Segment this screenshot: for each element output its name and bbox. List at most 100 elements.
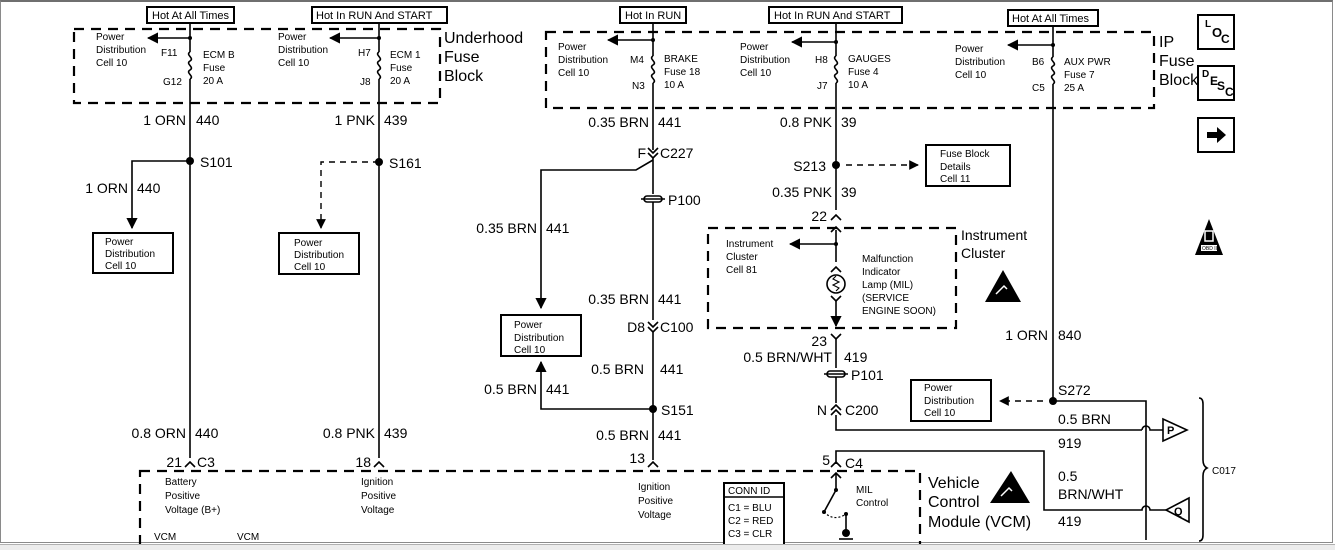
svg-text:Cell 81: Cell 81 (726, 265, 758, 276)
svg-text:Fuse Block: Fuse Block (940, 149, 990, 160)
svg-text:1 ORN: 1 ORN (1005, 327, 1048, 343)
svg-text:Power: Power (740, 42, 769, 53)
wire-label-441-bottom: 0.5 BRN 441 (596, 427, 681, 443)
svg-text:S161: S161 (389, 155, 422, 171)
svg-text:Fuse: Fuse (444, 49, 480, 66)
hot-label: Hot In RUN And START (774, 10, 891, 22)
svg-text:C4: C4 (845, 455, 863, 471)
svg-text:C100: C100 (660, 319, 694, 335)
svg-text:S101: S101 (200, 154, 233, 170)
conn-id-table: CONN ID C1 = BLU C2 = RED C3 = CLR (723, 482, 785, 549)
wire-label-39-mid: 0.35 PNK 39 (772, 184, 857, 200)
svg-text:J8: J8 (360, 77, 371, 88)
connector-p100: P100 (641, 192, 701, 208)
svg-text:21: 21 (166, 454, 182, 470)
ref-box-power-distribution-brn[interactable]: Power Distribution Cell 10 (500, 314, 582, 357)
connector-pin-23: 23 (811, 333, 827, 349)
obd-ii-warning-icon: OBD II (1195, 219, 1223, 255)
hot-label: Hot In RUN (625, 10, 681, 22)
arrow-right-icon (1207, 127, 1226, 143)
svg-text:H7: H7 (358, 48, 371, 59)
svg-text:1 ORN: 1 ORN (85, 180, 128, 196)
svg-text:Cell 10: Cell 10 (96, 58, 128, 69)
svg-text:GAUGES: GAUGES (848, 54, 891, 65)
loc-button[interactable]: L O C (1197, 14, 1235, 50)
connector-pin-22: 22 (811, 208, 827, 224)
svg-text:G12: G12 (163, 77, 182, 88)
svg-text:S151: S151 (661, 402, 694, 418)
svg-text:Fuse 4: Fuse 4 (848, 67, 879, 78)
svg-text:0.8 PNK: 0.8 PNK (780, 114, 833, 130)
svg-text:ECM B: ECM B (203, 50, 235, 61)
mil-control-label: MIL Control (856, 485, 888, 509)
svg-text:Distribution: Distribution (96, 45, 146, 56)
svg-text:20 A: 20 A (203, 76, 223, 87)
svg-text:Voltage: Voltage (361, 505, 395, 516)
svg-text:Cell 10: Cell 10 (294, 262, 326, 273)
svg-text:N: N (817, 402, 827, 418)
svg-text:0.8 ORN: 0.8 ORN (132, 425, 186, 441)
connector-pin-13: 13 (629, 450, 659, 468)
svg-text:Positive: Positive (361, 491, 396, 502)
svg-text:D8: D8 (627, 319, 645, 335)
vcm-battery-input-label: Battery Positive Voltage (B+) (165, 477, 220, 516)
ip-fuse-block-title: IP Fuse Block (1159, 34, 1199, 89)
svg-text:0.5 BRN: 0.5 BRN (484, 381, 537, 397)
svg-text:Control: Control (928, 494, 980, 511)
svg-text:Underhood: Underhood (444, 30, 523, 47)
svg-text:AUX PWR: AUX PWR (1064, 57, 1111, 68)
underhood-fuse-block-outline (72, 27, 442, 105)
fuse-symbol-icon (187, 51, 193, 80)
svg-text:Power: Power (955, 44, 984, 55)
svg-text:Voltage: Voltage (638, 510, 672, 521)
svg-text:C3: C3 (197, 454, 215, 470)
svg-text:0.35 BRN: 0.35 BRN (476, 220, 537, 236)
svg-text:Block: Block (444, 68, 484, 85)
svg-text:Fuse 7: Fuse 7 (1064, 70, 1095, 81)
svg-text:39: 39 (841, 114, 857, 130)
hot-label: Hot At All Times (152, 10, 230, 22)
svg-text:Cluster: Cluster (726, 252, 758, 263)
svg-text:Cell 10: Cell 10 (278, 58, 310, 69)
svg-text:Power: Power (514, 320, 543, 331)
svg-text:0.35 BRN: 0.35 BRN (588, 291, 649, 307)
fuse-aux-pwr: Hot At All Times Power Distribution Cell… (955, 9, 1111, 401)
svg-text:S272: S272 (1058, 382, 1091, 398)
svg-text:C2 = RED: C2 = RED (728, 516, 773, 527)
ref-box-fuse-block-details[interactable]: Fuse Block Details Cell 11 (925, 144, 1011, 187)
connector-p101: P101 (824, 367, 884, 383)
svg-text:Power: Power (558, 42, 587, 53)
wire-label-441-branch: 0.35 BRN 441 (476, 220, 569, 236)
svg-text:Distribution: Distribution (294, 250, 344, 261)
svg-text:Battery: Battery (165, 477, 197, 488)
svg-text:441: 441 (658, 291, 682, 307)
svg-text:Distribution: Distribution (105, 249, 155, 260)
svg-text:BRAKE: BRAKE (664, 54, 698, 65)
ref-box-power-distribution-mid[interactable]: Power Distribution Cell 10 (278, 232, 360, 275)
svg-text:25 A: 25 A (1064, 83, 1084, 94)
fuse-symbol-icon (376, 51, 382, 80)
fuse-ecm-b: Hot At All Times Power Distribution Cell… (96, 6, 235, 163)
next-button[interactable] (1197, 117, 1235, 153)
svg-text:0.5 BRN: 0.5 BRN (591, 361, 644, 377)
svg-text:C017: C017 (1212, 466, 1236, 477)
svg-text:Power: Power (924, 383, 953, 394)
wire-label-441-low: 0.5 BRN 441 (591, 361, 683, 377)
svg-text:Module (VCM): Module (VCM) (928, 514, 1031, 531)
connector-c100: D8 C100 (627, 319, 694, 335)
svg-text:BRN/WHT: BRN/WHT (1058, 486, 1124, 502)
wire-label-441-mid: 0.35 BRN 441 (588, 291, 681, 307)
mil-lamp-icon (826, 274, 846, 294)
svg-text:Positive: Positive (638, 496, 673, 507)
svg-text:Q: Q (1174, 506, 1183, 518)
wire-label-840: 1 ORN 840 (1005, 327, 1081, 343)
esd-warning-icon (985, 270, 1021, 302)
ref-box-power-distribution-left[interactable]: Power Distribution Cell 10 (92, 232, 174, 274)
location-icon: L (1205, 19, 1212, 30)
svg-text:Indicator: Indicator (862, 267, 901, 278)
vcm-label: VCM (154, 532, 176, 543)
desc-button[interactable]: D E S C (1197, 65, 1235, 101)
ref-box-power-distribution-right[interactable]: Power Distribution Cell 10 (910, 379, 992, 422)
